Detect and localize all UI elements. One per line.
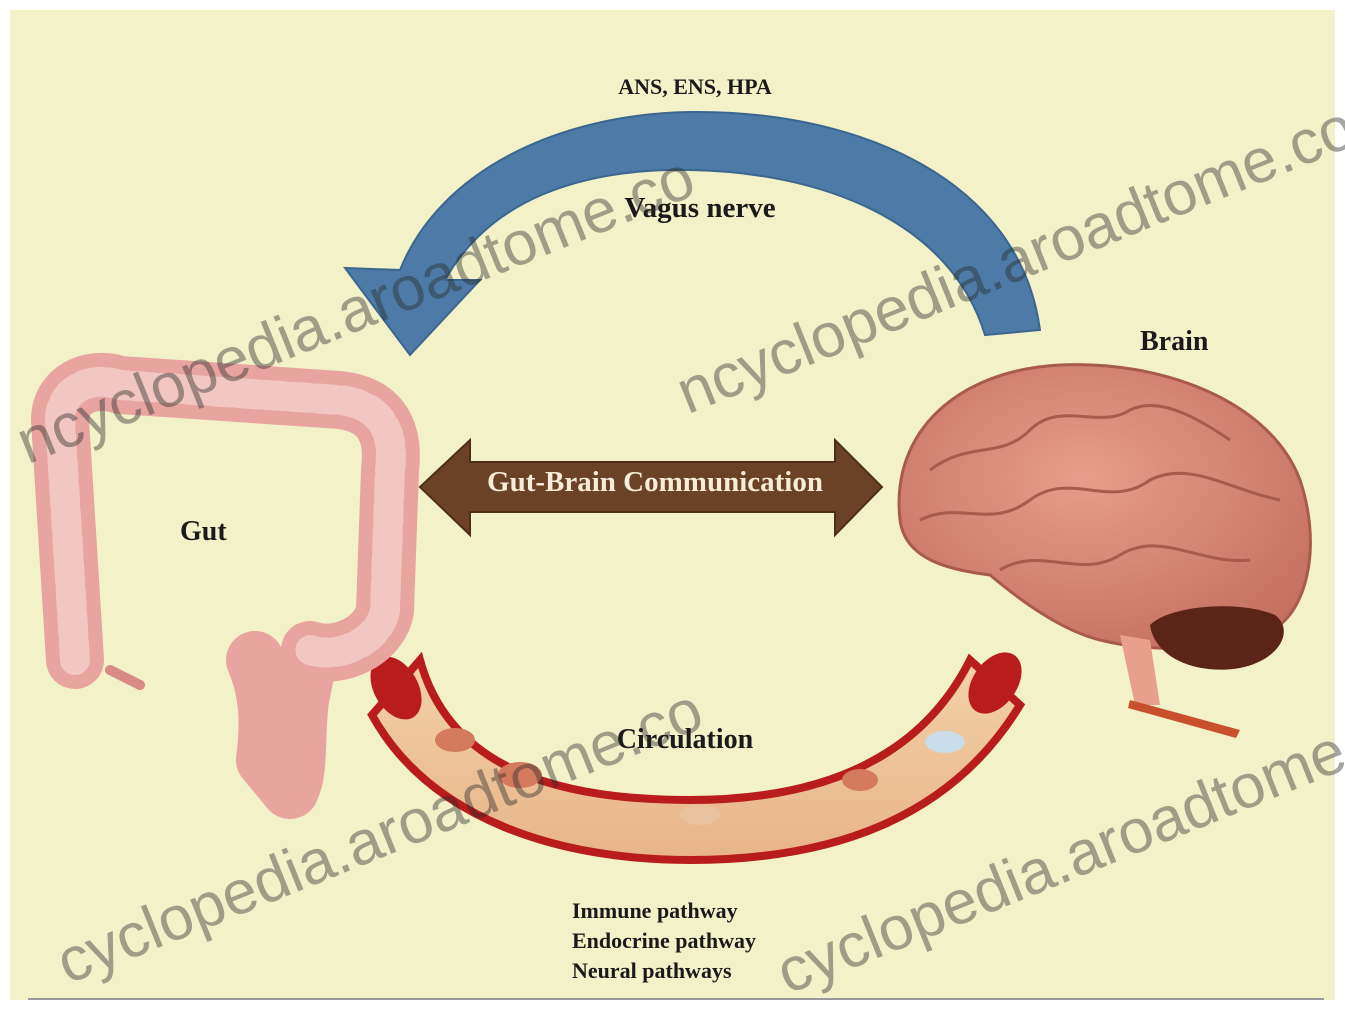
blood-cell bbox=[680, 805, 720, 825]
blood-cell bbox=[925, 731, 965, 753]
blood-cell bbox=[842, 769, 878, 791]
blood-cell bbox=[498, 762, 542, 788]
pathway-item: Immune pathway bbox=[572, 896, 756, 926]
blood-cell bbox=[435, 728, 475, 752]
brain-label: Brain bbox=[1140, 326, 1208, 358]
vagus-nerve-label: Vagus nerve bbox=[560, 192, 840, 225]
pathway-item: Endocrine pathway bbox=[572, 926, 756, 956]
gut-label: Gut bbox=[180, 516, 227, 548]
circulation-label: Circulation bbox=[560, 724, 810, 756]
bottom-rule bbox=[28, 998, 1324, 1000]
ans-ens-hpa-label: ANS, ENS, HPA bbox=[560, 74, 830, 100]
gut-brain-communication-label: Gut-Brain Communication bbox=[440, 466, 870, 499]
pathway-list: Immune pathway Endocrine pathway Neural … bbox=[572, 896, 756, 986]
pathway-item: Neural pathways bbox=[572, 956, 756, 986]
